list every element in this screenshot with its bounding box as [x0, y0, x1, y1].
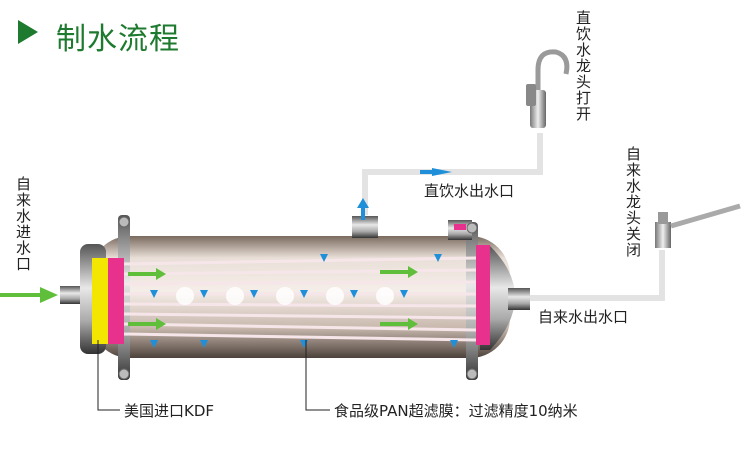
inlet-arrow-icon [40, 287, 58, 303]
page-title: 制水流程 [56, 22, 180, 57]
kdf-layer [92, 258, 108, 344]
kdf-label: 美国进口KDF [124, 402, 215, 420]
membrane-leader-line [305, 340, 330, 411]
green-flow-arrow-icon [128, 266, 418, 330]
tap-water-inlet-label: 自来水进水口 [14, 176, 32, 272]
title-arrow-icon [18, 20, 38, 44]
tap-water-outlet-pipe [515, 250, 665, 301]
membrane-label: 食品级PAN超滤膜：过滤精度10纳米 [334, 402, 578, 420]
direct-faucet-icon [526, 49, 570, 128]
kdf-leader-line [97, 340, 120, 411]
top-outlet [352, 216, 378, 238]
direct-flow-arrow-icon [432, 168, 452, 176]
blue-flow-arrow-icon [150, 254, 458, 348]
right-membrane-header [476, 245, 490, 345]
direct-water-pipe [362, 133, 543, 215]
tap-faucet-icon [655, 203, 741, 248]
direct-water-outlet-label: 直饮水出水口 [424, 182, 515, 200]
direct-faucet-open-label: 直饮水龙头打开 [574, 10, 592, 122]
inlet-connector [60, 286, 82, 304]
left-membrane-header [108, 258, 124, 344]
tap-water-outlet-label: 自来水出水口 [538, 308, 629, 326]
tap-faucet-closed-label: 自来水龙头关闭 [624, 146, 642, 258]
